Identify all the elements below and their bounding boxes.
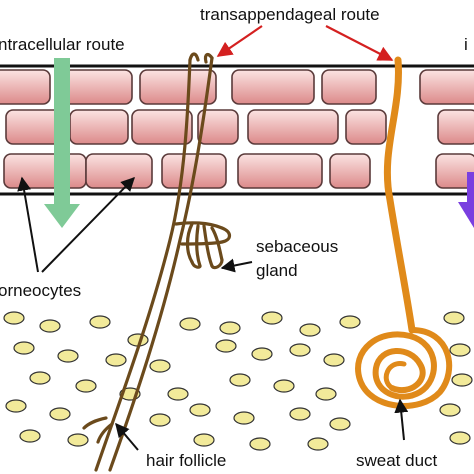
corneocyte-cell	[237, 153, 323, 189]
dermis-cell	[89, 315, 111, 329]
dermis-cell	[273, 379, 295, 393]
corneocyte-cell	[85, 153, 153, 189]
dermis-cell	[189, 403, 211, 417]
dermis-cell	[249, 437, 271, 451]
pointer-to-sweat-duct-coil	[394, 398, 409, 441]
dermis-cell	[13, 341, 35, 355]
intracellular-route-label: ntracellular route	[0, 35, 125, 54]
corneocyte-cell	[61, 69, 133, 105]
corneocyte-cell	[247, 109, 339, 145]
dermis-cell	[289, 343, 311, 357]
dermis-cell	[105, 353, 127, 367]
dermis-cell	[323, 353, 345, 367]
corneocyte-layer	[0, 69, 474, 189]
right-edge-label: i	[464, 35, 468, 54]
dermis-cell	[215, 339, 237, 353]
dermis-cell	[229, 373, 251, 387]
dermis-cell	[193, 433, 215, 447]
dermis-cell	[219, 321, 241, 335]
pointer-to-sweat-duct	[325, 25, 394, 61]
corneocyte-pointers	[17, 176, 135, 273]
sebaceous-label-line1: sebaceous	[256, 237, 338, 256]
sweat-duct-label: sweat duct	[356, 451, 438, 470]
corneocyte-cell	[5, 109, 63, 145]
dermis-cell	[307, 437, 329, 451]
dermis-cell	[149, 413, 171, 427]
corneocyte-cell	[419, 69, 474, 105]
dermis-cell	[439, 403, 461, 417]
dermis-cell	[299, 323, 321, 337]
dermis-cell-layer	[3, 311, 473, 451]
dermis-cell	[449, 343, 471, 357]
corneocyte-cell	[437, 109, 474, 145]
dermis-cell	[49, 407, 71, 421]
corneocyte-cell	[131, 109, 193, 145]
corneocyte-cell	[69, 109, 129, 145]
dermis-cell	[329, 417, 351, 431]
dermis-cell	[315, 387, 337, 401]
dermis-cell	[443, 311, 465, 325]
corneocyte-cell	[231, 69, 315, 105]
corneocyte-cell	[345, 109, 387, 145]
corneocytes-label: orneocytes	[0, 281, 81, 300]
dermis-cell	[167, 387, 189, 401]
corneocyte-cell	[435, 153, 474, 189]
right-route-arrow	[458, 172, 474, 228]
pointer-to-hair-follicle	[216, 25, 263, 57]
dermis-cell	[233, 411, 255, 425]
sebaceous-label-line2: gland	[256, 261, 298, 280]
dermis-cell	[451, 373, 473, 387]
corneocyte-cell	[0, 69, 51, 105]
intracellular-route-arrow	[44, 58, 80, 228]
dermis-cell	[39, 319, 61, 333]
hair-follicle-label: hair follicle	[146, 451, 226, 470]
corneocyte-cell	[329, 153, 371, 189]
corneocyte-cell	[3, 153, 87, 189]
corneocyte-cell	[197, 109, 239, 145]
dermis-cell	[5, 399, 27, 413]
dermis-cell	[67, 433, 89, 447]
dermis-cell	[339, 315, 361, 329]
dermis-cell	[29, 371, 51, 385]
sweat-duct	[355, 56, 453, 409]
dermis-cell	[57, 349, 79, 363]
corneocyte-cell	[139, 69, 217, 105]
pointer-to-hair-follicle-base	[115, 422, 139, 451]
dermis-cell	[75, 379, 97, 393]
transappendageal-route-label: transappendageal route	[200, 5, 380, 24]
hair-follicle	[82, 52, 232, 472]
dermis-cell	[261, 311, 283, 325]
pointer-to-sebaceous-gland	[220, 258, 253, 273]
dermis-cell	[251, 347, 273, 361]
dermis-cell	[289, 407, 311, 421]
dermis-cell	[3, 311, 25, 325]
dermis-cell	[19, 429, 41, 443]
dermis-cell	[149, 359, 171, 373]
corneocyte-cell	[321, 69, 377, 105]
dermis-cell	[449, 431, 471, 445]
dermis-cell	[179, 317, 201, 331]
